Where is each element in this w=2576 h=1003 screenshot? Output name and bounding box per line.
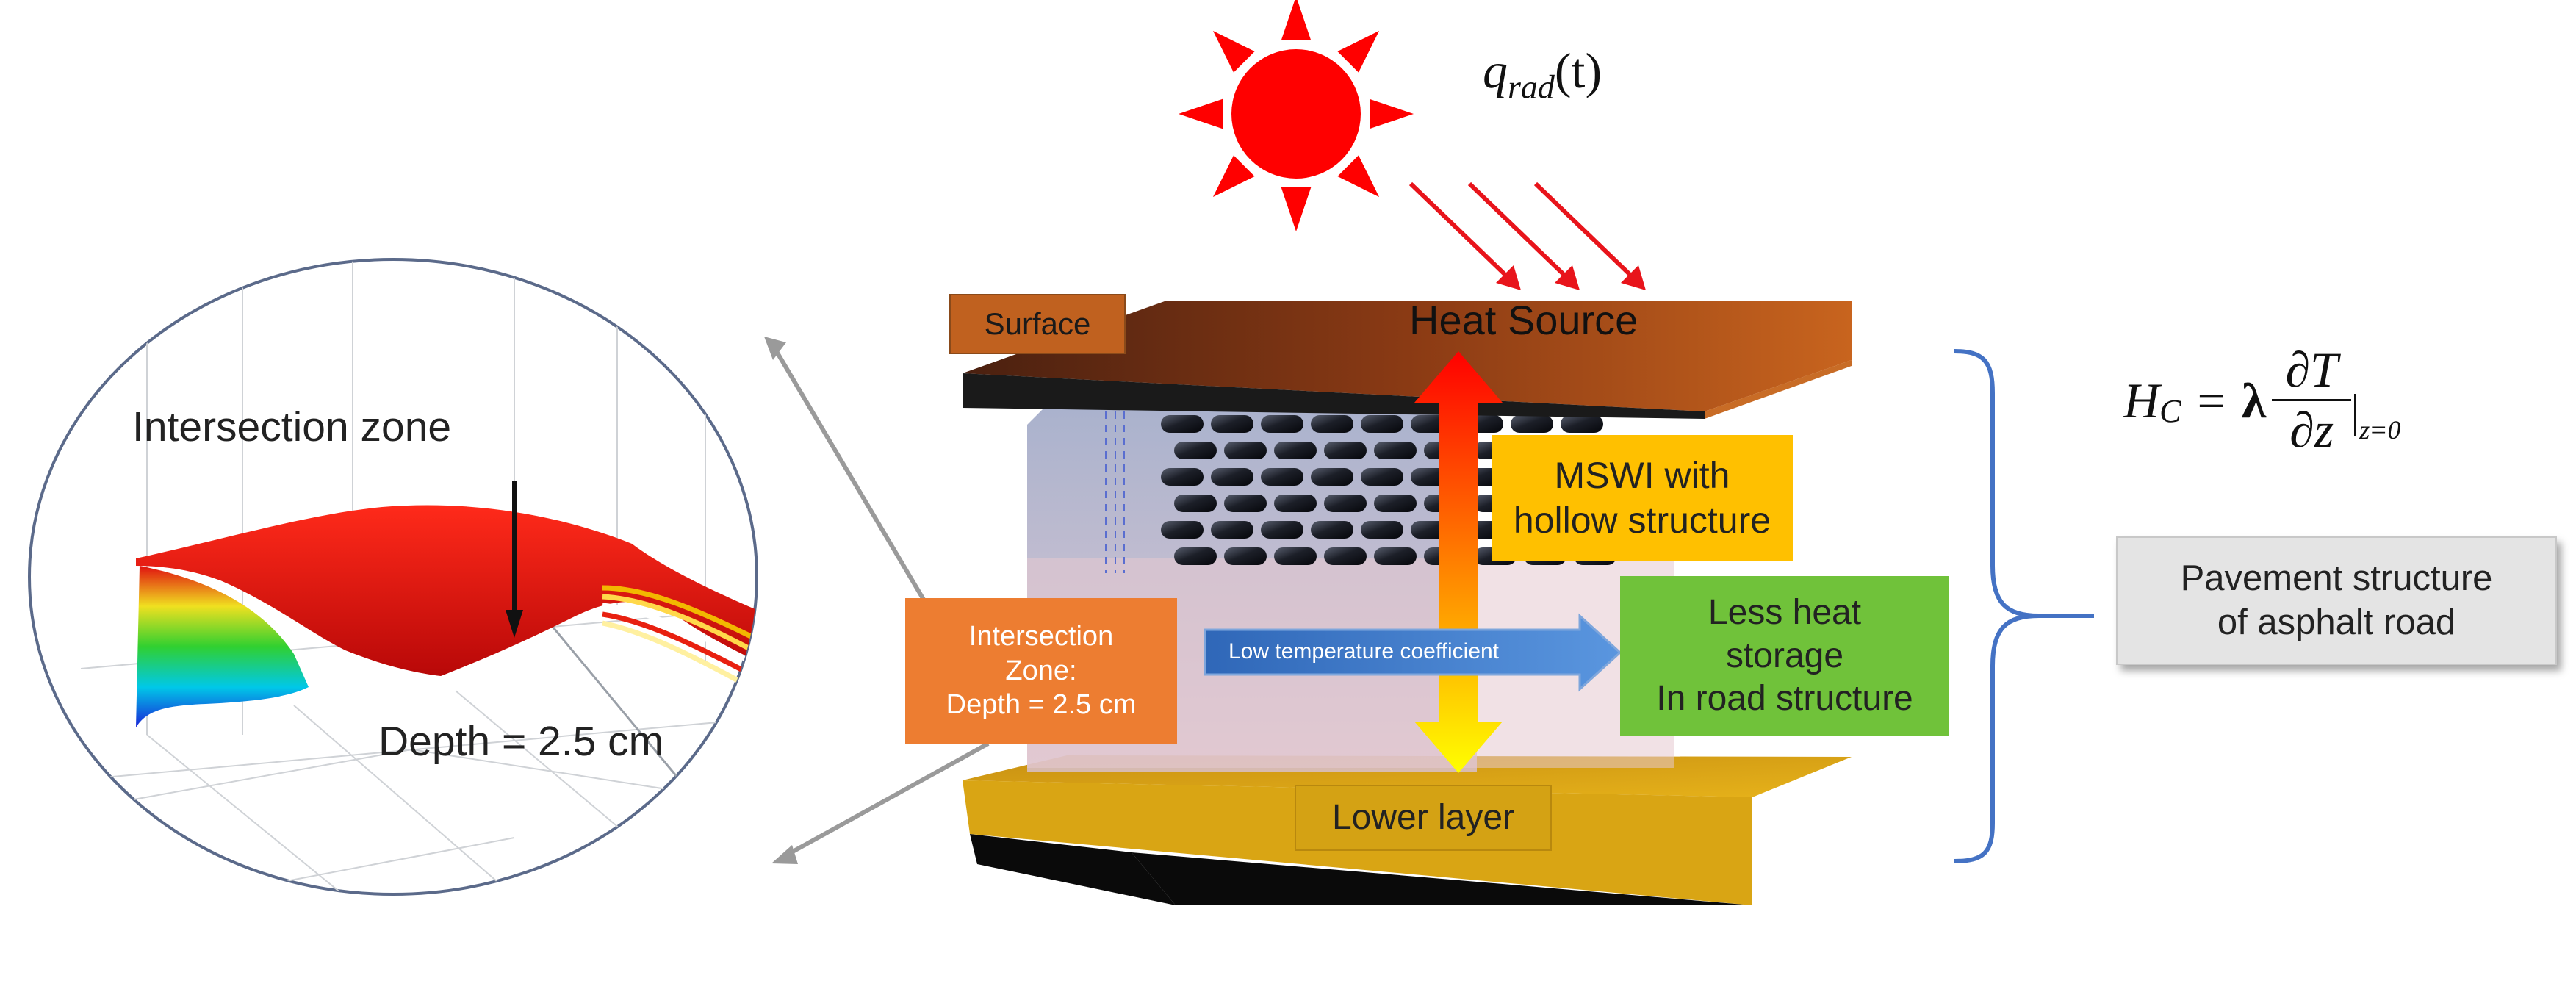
aggregate-pill [1374,442,1417,459]
aggregate-pill [1274,547,1317,565]
mswi-label: MSWI with hollow structure [1492,435,1793,561]
eq-numerator: ∂T [2285,342,2338,398]
eq-lhs-subscript: C [2159,392,2181,429]
aggregate-pill [1374,547,1417,565]
eq-fraction-bar [2272,399,2352,402]
radiation-subscript: rad [1508,68,1555,106]
aggregate-pill [1174,547,1217,565]
aggregate-pill [1324,442,1367,459]
sun-spike [1179,98,1223,129]
surface-edge [1705,360,1852,419]
less-heat-storage-label: Less heat storage In road structure [1620,576,1949,736]
aggregate-pill [1311,521,1353,539]
zoom-inset [28,258,758,896]
aggregate-pill [1274,495,1317,512]
low-temp-label: Low temperature coefficient [1228,639,1499,664]
aggregate-pill [1211,468,1253,486]
eq-denominator: ∂z [2289,402,2334,459]
sun-spike [1281,187,1312,231]
sun-spike [1212,155,1255,198]
aggregate-pill [1511,415,1553,433]
pavement-block [963,301,1852,905]
aggregate-pill [1161,415,1204,433]
aggregate-pill [1174,442,1217,459]
sun-spike [1212,30,1255,73]
radiation-rays [1408,181,1646,290]
aggregate-pill [1361,521,1403,539]
lower-layer-label: Lower layer [1295,785,1552,851]
lower-layer-bottom-edge [1132,852,1752,905]
sun-disc [1231,49,1361,179]
radiation-ray [1467,181,1572,282]
pavement-structure-label: Pavement structure of asphalt road [2116,536,2557,665]
eq-equals: = [2197,372,2226,428]
sun-icon [1179,0,1414,231]
sun-spikes [1179,0,1414,231]
radiation-ray-head [1621,265,1646,290]
aggregate-pill [1161,521,1204,539]
pavement-brace [1954,349,2040,863]
aggregate-pill [1211,415,1253,433]
surface-label: Surface [949,294,1126,354]
surface-top [963,301,1852,411]
aggregate-pill [1561,415,1603,433]
radiation-symbol: q [1483,43,1508,98]
aggregate-pill [1324,495,1367,512]
aggregate-pill [1261,415,1303,433]
surface-side [963,373,1705,419]
radiation-ray-head [1555,265,1580,290]
lower-layer-edge [970,834,1176,905]
aggregate-pill [1224,442,1267,459]
aggregate-pill [1211,521,1253,539]
aggregate-pill [1261,468,1303,486]
aggregate-pill [1374,495,1417,512]
aggregate-pill [1274,442,1317,459]
zoom-depth: Depth = 2.5 cm [378,718,663,765]
box-dashed-lines [1105,411,1125,573]
radiation-ray [1533,181,1638,282]
eq-fraction: ∂T ∂z [2272,342,2352,459]
aggregate-pill [1311,468,1353,486]
sun-spike [1337,30,1380,73]
eq-lhs-symbol: H [2123,372,2160,428]
eq-coefficient: λ [2241,372,2267,428]
aggregate-pill [1324,547,1367,565]
radiation-argument: (t) [1554,43,1602,98]
eq-eval-bar [2354,393,2357,436]
aggregate-pill [1261,521,1303,539]
radiation-ray-head [1496,265,1521,290]
aggregate-pill [1174,495,1217,512]
intersection-zone-label: Intersection Zone: Depth = 2.5 cm [905,598,1177,744]
connector-head-top [764,337,786,360]
sun-spike [1281,0,1312,40]
aggregate-pill [1361,415,1403,433]
radiation-ray [1408,181,1513,282]
radiation-label: qrad(t) [1483,46,1602,104]
heat-source-label: Heat Source [1409,297,1638,343]
aggregate-pill [1161,468,1204,486]
aggregate-pill [1311,415,1353,433]
connector-head-bottom [771,845,798,864]
aggregate-pill [1224,547,1267,565]
aggregate-pill [1361,468,1403,486]
sun-spike [1337,155,1380,198]
zoom-title: Intersection zone [132,403,451,450]
eq-evaluation: z=0 [2359,414,2401,445]
aggregate-pill [1224,495,1267,512]
low-temp-arrow [1204,613,1622,692]
zoom-pointer-head [506,610,523,638]
heat-flow-arrow [1414,351,1503,773]
zoom-connectors [771,344,990,858]
sun-spike [1370,98,1414,129]
